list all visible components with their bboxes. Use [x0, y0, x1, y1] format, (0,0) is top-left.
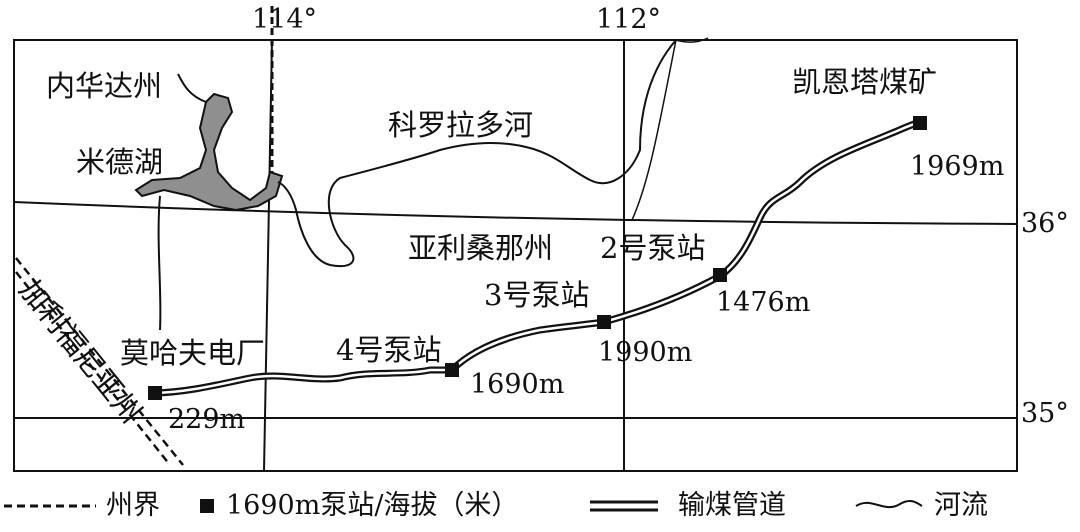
- legend-pump-station-label: 1690m泵站/海拔（米）: [226, 490, 519, 521]
- label-mohave-plant: 莫哈夫电厂: [120, 336, 265, 370]
- legend-symbols: [4, 499, 923, 513]
- label-pump3: 3号泵站: [484, 278, 589, 312]
- pump4-marker: [445, 363, 459, 377]
- legend-river-symbol: [855, 499, 923, 509]
- map-frame: [13, 39, 1018, 472]
- legend-state-border-label: 州界: [106, 490, 160, 521]
- river-south-branch: [157, 195, 162, 331]
- legend-pipeline-label: 输煤管道: [678, 490, 786, 521]
- plant-marker: [148, 386, 162, 400]
- longitude-label-114: 114°: [252, 4, 317, 35]
- label-nevada: 内华达州: [46, 69, 162, 103]
- colorado-river: [277, 39, 677, 268]
- map-legend: 州界 1690m泵站/海拔（米） 输煤管道 河流: [0, 480, 1080, 532]
- latitude-label-36: 36°: [1021, 208, 1069, 239]
- river-top-right-tributary: [675, 37, 709, 43]
- elevation-pump3: 1990m: [598, 337, 692, 368]
- legend-pump-station-symbol: [200, 499, 214, 513]
- meridian-114: [263, 39, 273, 472]
- label-arizona: 亚利桑那州: [408, 231, 553, 265]
- pump2-marker: [713, 268, 727, 282]
- state-border-ca-az-2: [15, 271, 171, 466]
- river-north-branch: [631, 39, 677, 221]
- parallel-36: [13, 201, 1018, 225]
- latitude-label-35: 35°: [1021, 398, 1069, 429]
- legend-river-label: 河流: [934, 490, 988, 521]
- elevation-pump2: 1476m: [716, 287, 810, 318]
- state-border-ca-az: [15, 257, 184, 466]
- elevation-pump4: 1690m: [470, 369, 564, 400]
- label-pump2: 2号泵站: [600, 231, 705, 265]
- elevation-plant: 229m: [168, 404, 245, 435]
- longitude-label-112: 112°: [596, 4, 661, 35]
- mine-marker: [913, 116, 927, 130]
- label-lake-mead: 米德湖: [76, 145, 163, 179]
- elevation-mine: 1969m: [910, 151, 1004, 182]
- pump3-marker: [597, 315, 611, 329]
- label-kayenta-mine: 凯恩塔煤矿: [792, 65, 937, 99]
- label-colorado-river: 科罗拉多河: [388, 108, 533, 142]
- lake-mead-shape: [134, 92, 284, 212]
- label-pump4: 4号泵站: [336, 333, 441, 367]
- river-top-left-branch: [177, 73, 207, 103]
